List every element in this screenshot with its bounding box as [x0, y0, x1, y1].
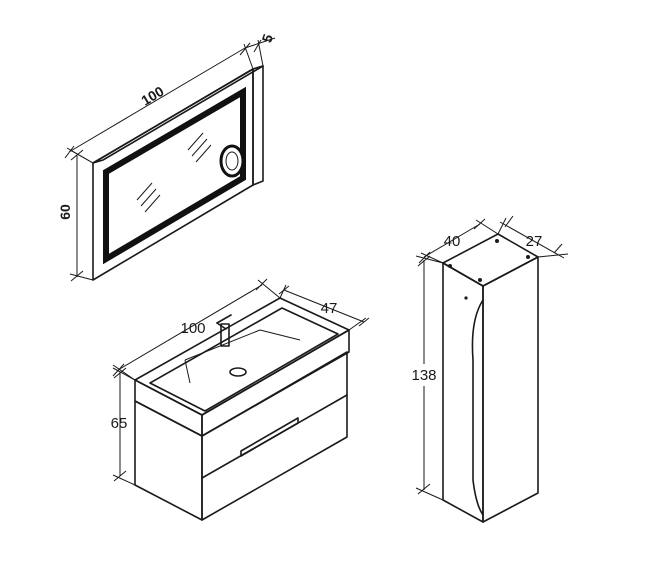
vanity-unit: 100 47 65: [111, 278, 370, 521]
vanity-height-dimension: [112, 367, 136, 486]
mirror-height-dimension: [69, 149, 94, 282]
mirror-reflection-marks: [136, 132, 212, 213]
vanity-depth-dimension: [278, 284, 370, 331]
basin-left-front: [134, 379, 203, 437]
column-width-dimension: [418, 218, 499, 264]
column-depth-dimension: [497, 215, 569, 259]
basin-right-front: [201, 329, 350, 437]
cabinet-front: [201, 351, 348, 521]
column-door-handle: [471, 299, 484, 516]
column-front: [442, 262, 484, 523]
mirror-width-label: 100: [138, 83, 166, 109]
drain-icon: [229, 367, 247, 377]
tall-column-cabinet: 40 27 138: [408, 215, 569, 523]
mirror-height-label: 60: [57, 204, 73, 220]
mirror-depth-dimension: [244, 37, 276, 67]
vanity-width-label: 100: [180, 320, 205, 337]
magnifier-mirror-icon: [219, 144, 245, 178]
mirror-led-strip: [103, 86, 246, 265]
basin-inner-rim: [149, 307, 339, 412]
column-height-label: 138: [411, 367, 436, 384]
vanity-height-label: 65: [111, 415, 128, 432]
column-width-label: 40: [444, 233, 461, 250]
vanity-depth-label: 47: [321, 300, 338, 317]
column-depth-label: 27: [526, 233, 543, 250]
faucet-icon: [216, 314, 232, 347]
column-side: [482, 256, 539, 523]
mirror-side-edge: [252, 65, 264, 186]
cabinet-side: [134, 400, 203, 521]
mirror: 100 5 60: [57, 32, 276, 282]
drawer-handle: [240, 417, 299, 457]
